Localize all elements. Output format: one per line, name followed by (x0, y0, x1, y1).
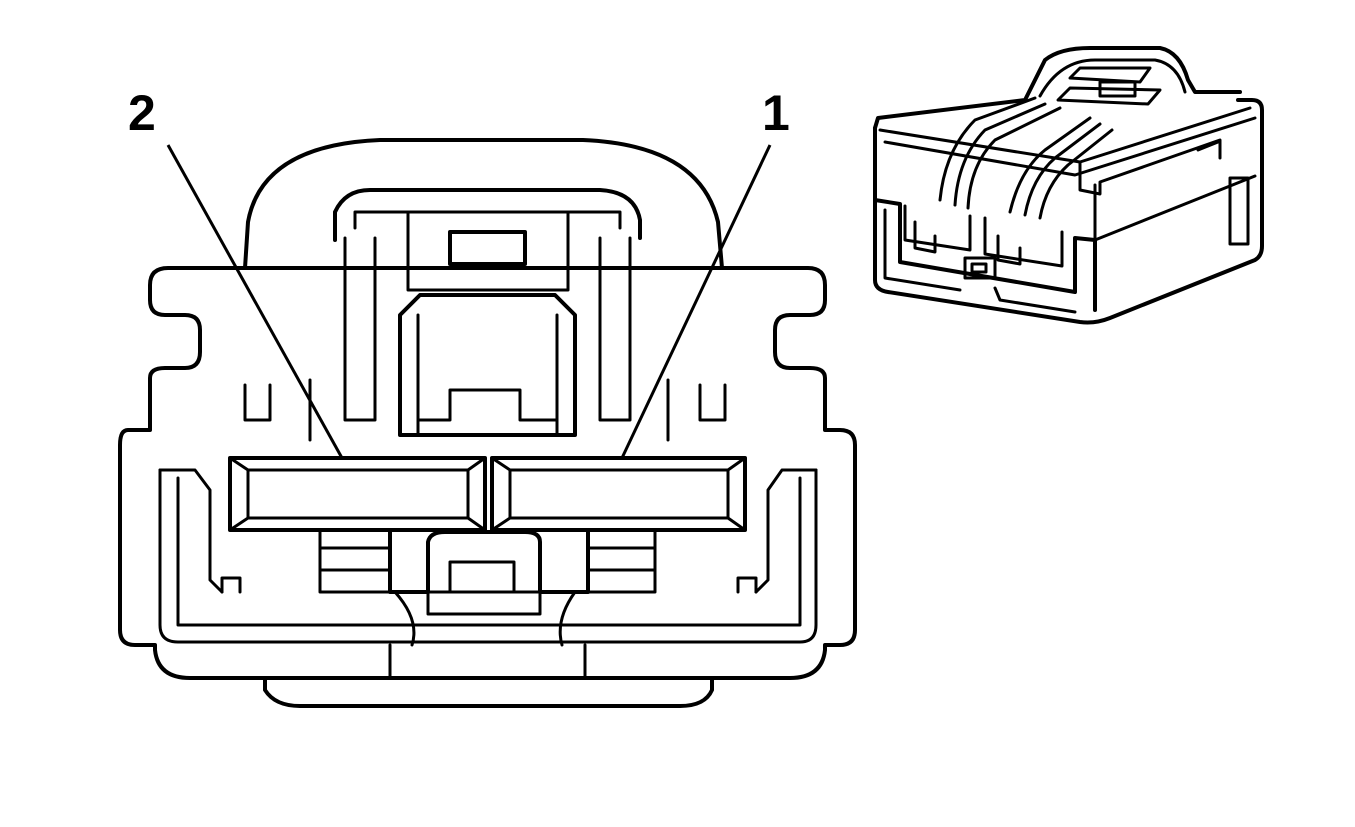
pin-label-2: 2 (128, 85, 156, 141)
leader-line-2 (166, 144, 344, 459)
pin-callout-1: 1 (620, 85, 790, 459)
pin-label-1: 1 (762, 85, 790, 141)
center-key (388, 528, 590, 680)
leader-line-1 (620, 144, 772, 459)
connector-front-view (118, 138, 857, 708)
terminal-cavity-2 (228, 456, 487, 594)
connector-isometric-view (873, 46, 1264, 325)
terminal-cavity-1 (490, 456, 747, 594)
pin-callout-2: 2 (128, 85, 344, 459)
